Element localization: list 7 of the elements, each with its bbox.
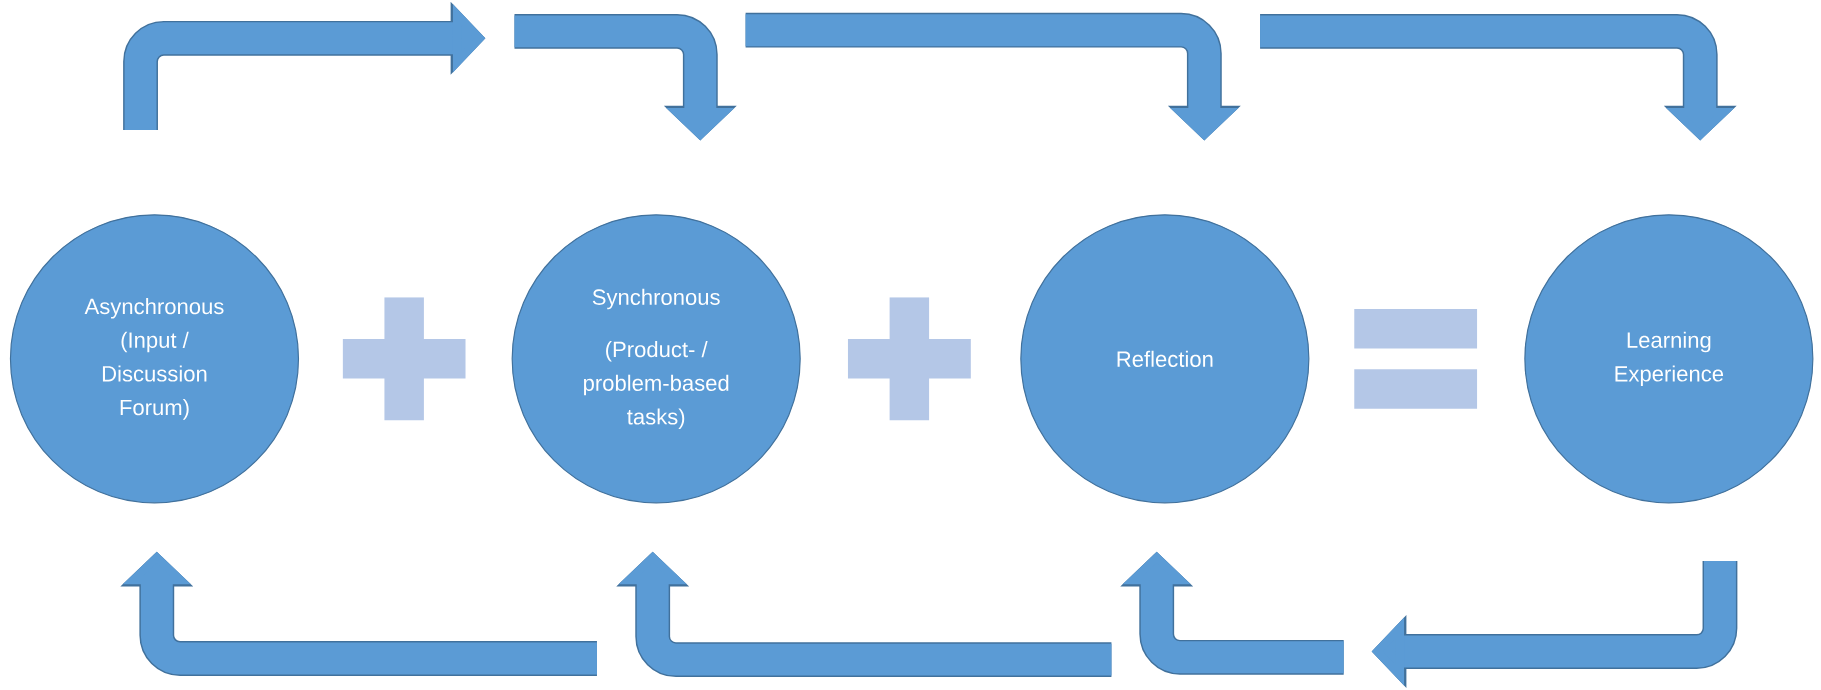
- circle-node: Synchronous (Product- / problem-based tasks): [511, 214, 801, 504]
- plus-sign: [342, 297, 466, 421]
- plus-sign: [847, 297, 971, 421]
- circle-node: Asynchronous (Input / Discussion Forum): [9, 214, 300, 504]
- circle-node: Learning Experience: [1524, 214, 1814, 504]
- circle-node: Reflection: [1020, 214, 1310, 504]
- equals-sign: [1354, 309, 1478, 409]
